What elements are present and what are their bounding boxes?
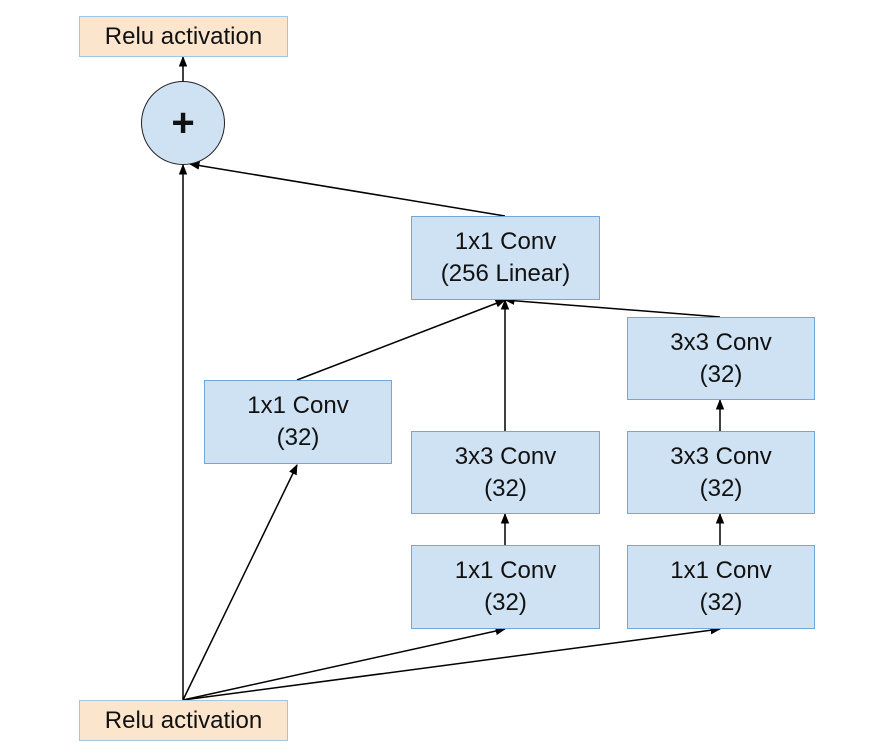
b3-3x3b-line2: (32): [699, 360, 743, 388]
conv-out-line2: (256 Linear): [440, 260, 571, 287]
relu-activation-input: Relu activation: [79, 700, 288, 741]
branch3-conv-3x3-second: 3x3 Conv (32): [627, 317, 815, 400]
edge-input-to-branch1: [182, 464, 298, 701]
edge-input-to-branch2: [182, 626, 507, 701]
b3-1x1-line1: 1x1 Conv: [670, 557, 772, 584]
b1-line2: (32): [276, 424, 320, 451]
b2-3x3-line2: (32): [484, 474, 527, 502]
b3-3x3a-line2: (32): [699, 474, 743, 502]
branch2-conv-1x1: 1x1 Conv (32): [411, 545, 600, 629]
edge-conv-out-to-sum: [188, 161, 506, 217]
b3-3x3a-line1: 3x3 Conv: [670, 442, 772, 470]
conv-1x1-linear: 1x1 Conv (256 Linear): [411, 216, 600, 300]
b2-3x3-line1: 3x3 Conv: [454, 442, 557, 470]
branch3-conv-1x1: 1x1 Conv (32): [627, 545, 815, 629]
branch3-conv-3x3-first: 3x3 Conv (32): [627, 431, 815, 514]
relu-output-label: Relu activation: [104, 22, 263, 50]
edge-input-to-branch3: [182, 626, 722, 701]
b3-1x1-line2: (32): [699, 589, 743, 616]
branch1-conv-1x1: 1x1 Conv (32): [204, 380, 392, 464]
conv-out-line1: 1x1 Conv: [454, 228, 557, 255]
b1-line1: 1x1 Conv: [247, 392, 349, 419]
plus-icon: +: [171, 100, 195, 145]
b3-3x3b-line1: 3x3 Conv: [670, 328, 772, 356]
b2-1x1-line2: (32): [484, 589, 527, 616]
edge-branch1-to-conv-out: [296, 299, 506, 381]
sum-node: +: [141, 81, 225, 165]
relu-input-label: Relu activation: [104, 706, 263, 734]
relu-activation-output: Relu activation: [79, 16, 288, 57]
b2-1x1-line1: 1x1 Conv: [454, 557, 557, 584]
branch2-conv-3x3: 3x3 Conv (32): [411, 431, 600, 514]
edge-branch3-to-conv-out: [503, 296, 721, 318]
